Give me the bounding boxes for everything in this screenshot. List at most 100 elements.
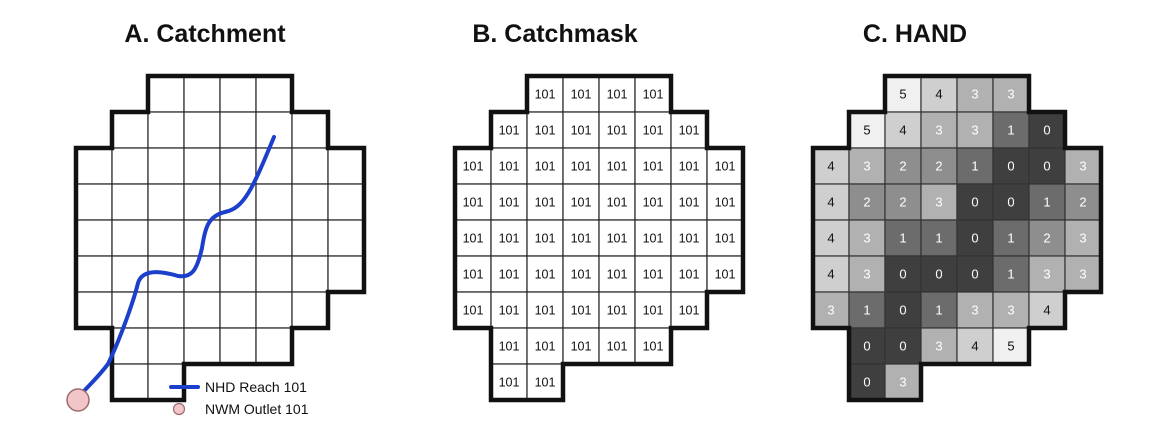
- hand-value: 0: [863, 339, 870, 354]
- catchmask-value: 101: [571, 268, 592, 282]
- catchmask-value: 101: [679, 160, 700, 174]
- legend-outlet-swatch: [172, 402, 186, 416]
- catchmask-cell: [490, 147, 528, 185]
- catchmask-panel: 101 101 101 101 101 101 101 101 101 101 101 101 101 1…: [452, 73, 746, 403]
- hand-value: 4: [827, 159, 834, 174]
- catchmask-value: 101: [643, 196, 664, 210]
- hand-cell: [992, 111, 1030, 149]
- catchment-cell: [111, 363, 149, 401]
- catchmask-cell: [562, 219, 600, 257]
- hand-cell: [884, 327, 922, 365]
- hand-cell: [884, 291, 922, 329]
- hand-cell: [992, 219, 1030, 257]
- hand-cell: [1028, 291, 1066, 329]
- catchment-cell: [75, 183, 113, 221]
- hand-value: 0: [1043, 159, 1050, 174]
- catchmask-cell: [706, 255, 744, 293]
- hand-cell: [992, 75, 1030, 113]
- catchment-cell: [219, 147, 257, 185]
- catchment-cell: [111, 219, 149, 257]
- nwm-outlet-marker: [66, 388, 90, 412]
- catchmask-value: 101: [571, 160, 592, 174]
- hand-value: 0: [971, 267, 978, 282]
- catchment-cell: [219, 291, 257, 329]
- catchmask-cell: [526, 327, 564, 365]
- catchment-cell: [183, 147, 221, 185]
- hand-value: 3: [1007, 303, 1014, 318]
- catchmask-value: 101: [499, 376, 520, 390]
- catchmask-cell: [670, 147, 708, 185]
- catchmask-value: 101: [463, 232, 484, 246]
- catchmask-cell: [454, 255, 492, 293]
- hand-value: 3: [827, 303, 834, 318]
- catchmask-value: 101: [463, 268, 484, 282]
- hand-value: 0: [863, 375, 870, 390]
- catchmask-value: 101: [463, 160, 484, 174]
- hand-value: 0: [1007, 195, 1014, 210]
- catchmask-cell: [634, 147, 672, 185]
- hand-value: 2: [1043, 231, 1050, 246]
- catchmask-value: 101: [715, 268, 736, 282]
- catchmask-value: 101: [679, 196, 700, 210]
- catchment-cell: [327, 183, 365, 221]
- hand-cell: [956, 75, 994, 113]
- legend-outlet-label: NWM Outlet 101: [205, 401, 309, 417]
- catchmask-value: 101: [607, 340, 628, 354]
- legend-reach-label: NHD Reach 101: [205, 379, 307, 395]
- catchmask-value: 101: [643, 160, 664, 174]
- hand-value: 2: [935, 159, 942, 174]
- catchmask-value: 101: [571, 196, 592, 210]
- hand-value: 3: [899, 375, 906, 390]
- catchmask-cell: [490, 327, 528, 365]
- catchmask-value: 101: [499, 160, 520, 174]
- catchmask-value: 101: [535, 196, 556, 210]
- hand-cell: [920, 75, 958, 113]
- catchment-cell: [147, 183, 185, 221]
- hand-cell: [956, 291, 994, 329]
- hand-cell: [1028, 111, 1066, 149]
- catchment-cell: [255, 327, 293, 365]
- hand-value: 3: [1043, 267, 1050, 282]
- hand-cell: [992, 291, 1030, 329]
- catchmask-value: 101: [535, 376, 556, 390]
- catchmask-cell: [706, 219, 744, 257]
- catchmask-value: 101: [679, 232, 700, 246]
- hand-cell: [884, 219, 922, 257]
- catchmask-cell: [526, 111, 564, 149]
- catchmask-value: 101: [643, 268, 664, 282]
- catchmask-cell: [634, 327, 672, 365]
- catchmask-value: 101: [499, 268, 520, 282]
- catchment-cell: [111, 183, 149, 221]
- catchmask-value: 101: [499, 232, 520, 246]
- catchmask-cell: [670, 255, 708, 293]
- hand-value: 1: [935, 303, 942, 318]
- hand-value: 4: [935, 87, 942, 102]
- hand-cell: [848, 291, 886, 329]
- catchmask-cell: [562, 147, 600, 185]
- catchment-cell: [147, 75, 185, 113]
- hand-value: 4: [899, 123, 906, 138]
- panel-c-title: C. HAND: [863, 20, 967, 48]
- hand-value: 0: [1007, 159, 1014, 174]
- catchment-cell: [291, 291, 329, 329]
- catchmask-cell: [598, 147, 636, 185]
- catchmask-value: 101: [499, 340, 520, 354]
- hand-cell: [1028, 183, 1066, 221]
- hand-value: 2: [863, 195, 870, 210]
- catchmask-outline: [452, 73, 746, 403]
- hand-cell: [848, 255, 886, 293]
- hand-value: 2: [1079, 195, 1086, 210]
- panel-a-title: A. Catchment: [124, 20, 286, 48]
- catchment-cell: [75, 147, 113, 185]
- hand-value: 1: [1007, 123, 1014, 138]
- catchmask-value: 101: [643, 340, 664, 354]
- catchmask-cell: [526, 363, 564, 401]
- catchmask-value: 101: [715, 160, 736, 174]
- catchment-cell: [147, 147, 185, 185]
- hand-value: 4: [827, 267, 834, 282]
- catchment-cell: [219, 219, 257, 257]
- catchment-cell: [75, 219, 113, 257]
- hand-cell: [848, 327, 886, 365]
- hand-value: 1: [1007, 231, 1014, 246]
